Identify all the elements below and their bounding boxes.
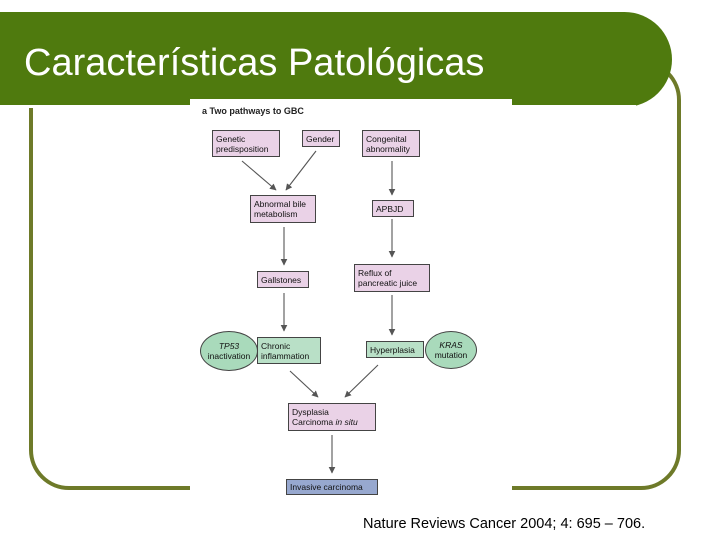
node-gender: Gender bbox=[302, 130, 340, 147]
node-hyperplasia: Hyperplasia bbox=[366, 341, 424, 358]
kras-state-label: mutation bbox=[434, 350, 468, 360]
slide-title: Características Patológicas bbox=[24, 42, 485, 84]
node-kras-mutation: KRAS mutation bbox=[425, 331, 477, 369]
arrow-genetic-to-bile bbox=[241, 160, 277, 191]
node-abnormal-bile-metabolism: Abnormal bile metabolism bbox=[250, 195, 316, 223]
dysplasia-label: Dysplasia bbox=[292, 407, 329, 417]
node-gallstones: Gallstones bbox=[257, 271, 309, 288]
pathway-arrows bbox=[241, 150, 396, 474]
panel-title: Two pathways to GBC bbox=[209, 106, 304, 116]
arrow-hyperplasia-to-dysplasia bbox=[344, 364, 379, 398]
citation: Nature Reviews Cancer 2004; 4: 695 – 706… bbox=[363, 516, 646, 532]
kras-gene-label: KRAS bbox=[439, 340, 463, 350]
in-situ-label: in situ bbox=[335, 417, 358, 427]
arrow-chronic-to-dysplasia bbox=[289, 370, 319, 398]
tp53-gene-label: TP53 bbox=[218, 341, 240, 351]
node-dysplasia-carcinoma-in-situ: Dysplasia Carcinoma in situ bbox=[288, 403, 376, 431]
pathway-diagram: a Two pathways to GBC Genetic predisposi… bbox=[190, 99, 512, 499]
tp53-state-label: inactivation bbox=[207, 351, 251, 361]
arrow-gender-to-bile bbox=[285, 150, 317, 191]
title-bar: Características Patológicas bbox=[0, 12, 672, 108]
node-chronic-inflammation: Chronic inflammation bbox=[257, 337, 321, 364]
node-reflux-pancreatic-juice: Reflux of pancreatic juice bbox=[354, 264, 430, 292]
node-apbjd: APBJD bbox=[372, 200, 414, 217]
node-congenital-abnormality: Congenital abnormality bbox=[362, 130, 420, 157]
node-invasive-carcinoma: Invasive carcinoma bbox=[286, 479, 378, 495]
carcinoma-in-situ-label: Carcinoma in situ bbox=[292, 417, 358, 427]
node-tp53-inactivation: TP53 inactivation bbox=[200, 331, 258, 371]
panel-letter: a bbox=[202, 106, 208, 116]
diagram-title: a Two pathways to GBC bbox=[202, 106, 304, 116]
node-genetic-predisposition: Genetic predisposition bbox=[212, 130, 280, 157]
carcinoma-prefix: Carcinoma bbox=[292, 417, 336, 427]
